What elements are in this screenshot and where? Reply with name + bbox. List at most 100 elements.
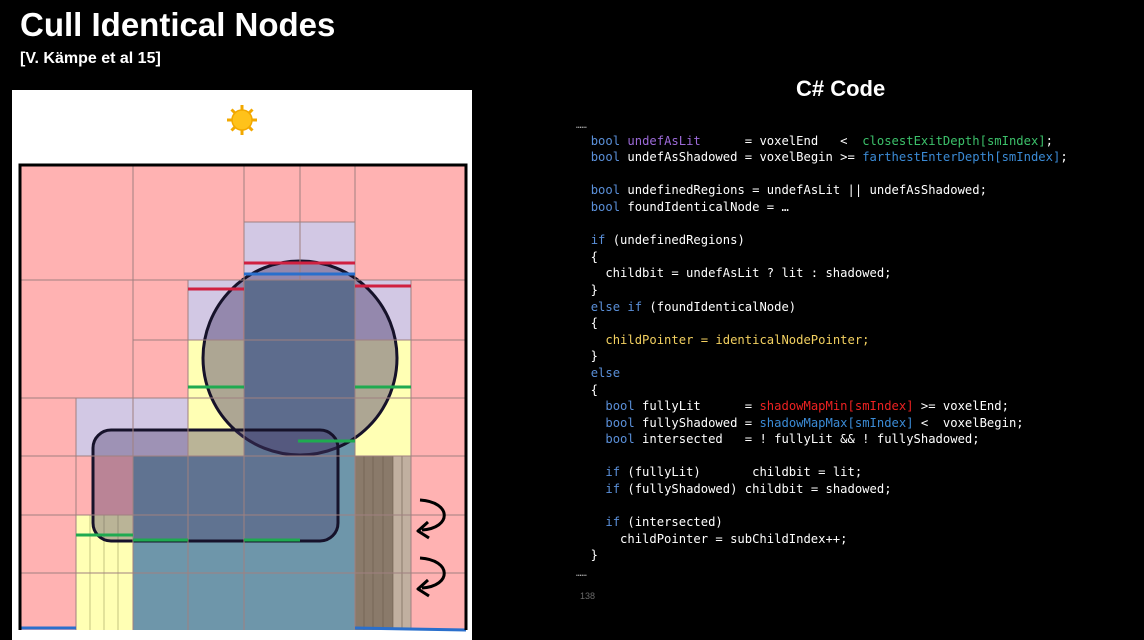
code-token	[576, 200, 591, 214]
code-token: fullyShadowed =	[634, 415, 760, 430]
code-line: if (intersected)	[576, 514, 1068, 531]
code-token: ……	[576, 121, 587, 131]
code-token	[576, 183, 591, 197]
code-token	[576, 515, 605, 529]
code-line: bool fullyShadowed = shadowMapMax[smInde…	[576, 415, 1068, 432]
code-token: undefAsShadowed = voxelBegin >=	[620, 150, 863, 165]
code-token	[576, 432, 605, 446]
code-token: intersected = ! fullyLit && ! fullyShado…	[634, 432, 980, 447]
green-depth-lines	[76, 385, 411, 542]
rounded-occluder	[91, 428, 340, 543]
rotate-arrow-icon	[416, 556, 446, 598]
code-token: (fullyShadowed) childbit = shadowed;	[620, 482, 892, 497]
code-line: }	[576, 282, 1068, 299]
figure-frame	[18, 163, 468, 630]
code-line: if (fullyShadowed) childbit = shadowed;	[576, 481, 1068, 498]
code-token: if	[605, 515, 621, 530]
code-token: childPointer = identicalNodePointer;	[605, 332, 870, 347]
code-token: = voxelEnd <	[700, 133, 863, 148]
code-token	[576, 399, 605, 413]
code-token: bool	[590, 133, 621, 148]
code-line: {	[576, 382, 1068, 399]
code-token: >= voxelEnd;	[913, 399, 1009, 414]
code-token: bool	[590, 150, 621, 165]
code-line: bool intersected = ! fullyLit && ! fully…	[576, 431, 1068, 448]
red-depth-lines	[188, 261, 411, 291]
code-token	[576, 482, 605, 496]
code-token: ;	[1045, 133, 1053, 148]
code-token: bool	[590, 199, 621, 214]
code-token	[576, 150, 591, 164]
code-line: bool undefAsShadowed = voxelBegin >= far…	[576, 149, 1068, 166]
code-line: bool foundIdenticalNode = …	[576, 199, 1068, 216]
code-token	[576, 465, 605, 479]
code-token: else if	[590, 299, 643, 314]
code-line: childPointer = identicalNodePointer;	[576, 332, 1068, 349]
code-token: }	[576, 548, 599, 563]
slide-number: 138	[580, 591, 596, 601]
code-token: else	[590, 365, 621, 380]
code-token: undefinedRegions = undefAsLit || undefAs…	[620, 183, 987, 198]
code-line: bool undefAsLit = voxelEnd < closestExit…	[576, 133, 1068, 150]
code-token	[576, 300, 591, 314]
code-token: (intersected)	[620, 515, 723, 530]
code-line	[576, 498, 1068, 515]
code-line: childbit = undefAsLit ? lit : shadowed;	[576, 265, 1068, 282]
code-line: ……	[576, 564, 1068, 581]
code-token: fullyLit =	[634, 399, 760, 414]
code-token: childbit = undefAsLit ? lit : shadowed;	[576, 266, 892, 281]
code-token: shadowMapMax[smIndex]	[759, 415, 914, 430]
code-token: bool	[590, 183, 621, 198]
code-title: C# Code	[796, 76, 886, 101]
code-token: {	[576, 249, 599, 264]
blue-depth-lines	[20, 272, 467, 632]
code-token: {	[576, 316, 599, 331]
code-line: bool fullyLit = shadowMapMin[smIndex] >=…	[576, 398, 1068, 415]
code-token	[576, 233, 591, 247]
code-token: undefAsLit	[627, 133, 701, 148]
grid-lines	[20, 165, 466, 630]
code-token	[576, 366, 591, 380]
code-token: bool	[605, 415, 635, 430]
code-token: bool	[605, 432, 635, 447]
code-token: foundIdenticalNode = …	[620, 199, 789, 214]
code-line: {	[576, 315, 1068, 332]
code-line: bool undefinedRegions = undefAsLit || un…	[576, 182, 1068, 199]
code-line: }	[576, 348, 1068, 365]
code-line	[576, 216, 1068, 233]
code-token: bool	[605, 399, 635, 414]
code-token: if	[590, 233, 606, 248]
code-token: ;	[1060, 150, 1068, 165]
code-token: closestExitDepth[smIndex]	[862, 133, 1046, 148]
code-token: if	[605, 465, 621, 480]
code-line: childPointer = subChildIndex++;	[576, 531, 1068, 548]
scene	[18, 163, 468, 632]
code-token: ……	[576, 569, 587, 580]
code-line: else if (foundIdenticalNode)	[576, 299, 1068, 316]
code-token: }	[576, 349, 599, 364]
slide-title: Cull Identical Nodes	[20, 6, 336, 43]
code-block: …… bool undefAsLit = voxelEnd < closestE…	[576, 116, 1068, 581]
code-line	[576, 448, 1068, 465]
slide-citation: [V. Kämpe et al 15]	[20, 50, 161, 67]
code-line: ……	[576, 116, 1068, 133]
code-token	[576, 416, 605, 430]
code-line: {	[576, 249, 1068, 266]
code-token	[576, 134, 591, 148]
code-token: shadowMapMin[smIndex]	[759, 399, 914, 414]
code-line: else	[576, 365, 1068, 382]
code-token: farthestEnterDepth[smIndex]	[862, 150, 1061, 165]
code-token	[576, 333, 605, 347]
code-token: childPointer = subChildIndex++;	[576, 531, 848, 546]
code-line: if (fullyLit) childbit = lit;	[576, 464, 1068, 481]
rotate-arrow-icon	[416, 498, 446, 540]
code-line	[576, 166, 1068, 183]
code-token: (foundIdenticalNode)	[642, 299, 797, 314]
code-line: }	[576, 547, 1068, 564]
code-token: {	[576, 382, 599, 397]
code-token: }	[576, 282, 599, 297]
code-token: (undefinedRegions)	[605, 233, 745, 248]
code-token: if	[605, 482, 621, 497]
sun-icon	[227, 105, 257, 135]
code-token: (fullyLit) childbit = lit;	[620, 465, 863, 480]
